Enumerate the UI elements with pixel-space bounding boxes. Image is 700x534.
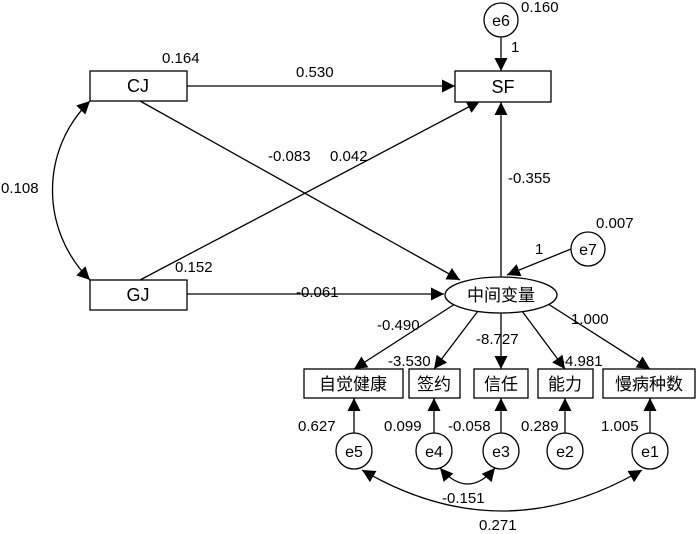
coef-e4-e3-covariance: -0.151 — [442, 490, 485, 507]
node-error-e4: e4 — [415, 432, 453, 470]
coef-gj-variance: 0.152 — [175, 259, 213, 276]
coef-cj-sf: 0.530 — [296, 64, 334, 81]
node-sf: SF — [454, 70, 552, 103]
error-e4-label: e4 — [425, 444, 443, 461]
coef-e6-path: 1 — [511, 39, 519, 56]
edge-e5-e1-covariance — [361, 469, 643, 512]
coef-e5-e1-covariance: 0.271 — [479, 517, 517, 534]
edge-mediator-i5 — [544, 301, 651, 370]
node-cj: CJ — [89, 70, 188, 102]
coef-e7-variance: 0.007 — [596, 215, 634, 232]
node-indicator-4: 能力 — [537, 368, 594, 399]
coef-cj-mediator: -0.083 — [268, 148, 311, 165]
node-error-e5: e5 — [335, 432, 373, 470]
error-e5-label: e5 — [345, 444, 363, 461]
coef-load-indicator-5: 1.000 — [571, 311, 609, 328]
node-error-e1: e1 — [631, 432, 669, 470]
coef-e6-variance: 0.160 — [521, 0, 559, 16]
coef-cj-gj-covariance: 0.108 — [1, 180, 39, 197]
coef-e4-variance: 0.099 — [384, 418, 422, 435]
indicator-2-label: 签约 — [417, 375, 451, 394]
edge-mediator-i4 — [521, 310, 566, 370]
node-error-e3: e3 — [482, 432, 520, 470]
edge-e7-mediator — [506, 248, 572, 277]
error-e1-label: e1 — [641, 444, 659, 461]
node-mediator-label: 中间变量 — [467, 286, 535, 305]
indicator-1-label: 自觉健康 — [319, 375, 387, 394]
edge-cj-mediator — [139, 100, 461, 281]
node-indicator-5: 慢病种数 — [602, 368, 696, 399]
node-error-e2: e2 — [546, 432, 584, 470]
edge-e4-e3-covariance — [439, 467, 496, 485]
indicator-4-label: 能力 — [548, 375, 582, 394]
node-gj-label: GJ — [126, 285, 149, 305]
edge-cj-gj-covariance — [52, 100, 91, 281]
coef-mediator-sf: -0.355 — [508, 170, 551, 187]
node-cj-label: CJ — [127, 76, 149, 96]
coef-e7-path: 1 — [535, 241, 543, 258]
edge-mediator-i1 — [353, 301, 459, 370]
error-e7-label: e7 — [579, 242, 597, 259]
coef-e1-variance: 1.005 — [601, 418, 639, 435]
node-indicator-1: 自觉健康 — [303, 368, 404, 399]
coef-e2-variance: 0.289 — [521, 418, 559, 435]
coef-e3-variance: -0.058 — [448, 418, 491, 435]
coef-cj-variance: 0.164 — [162, 50, 200, 67]
node-indicator-3: 信任 — [473, 368, 529, 399]
indicator-3-label: 信任 — [484, 375, 518, 394]
coef-load-indicator-4: -4.981 — [560, 353, 603, 370]
node-indicator-2: 签约 — [408, 368, 461, 399]
indicator-5-label: 慢病种数 — [615, 374, 683, 394]
coef-gj-sf: 0.042 — [330, 148, 368, 165]
edge-gj-sf — [139, 100, 481, 281]
node-sf-label: SF — [491, 77, 514, 97]
coef-load-indicator-2: -3.530 — [388, 353, 431, 370]
coef-load-indicator-1: -0.490 — [377, 317, 420, 334]
error-e2-label: e2 — [556, 444, 574, 461]
node-error-e7: e7 — [570, 231, 606, 267]
coef-gj-mediator: -0.061 — [296, 284, 339, 301]
error-e6-label: e6 — [492, 13, 510, 30]
coef-e5-variance: 0.627 — [298, 418, 336, 435]
edge-mediator-i2 — [433, 310, 479, 370]
coef-load-indicator-3: -8.727 — [476, 331, 519, 348]
node-error-e6: e6 — [483, 2, 519, 38]
error-e3-label: e3 — [492, 444, 510, 461]
node-gj: GJ — [89, 279, 188, 311]
node-mediator: 中间变量 — [444, 276, 558, 314]
